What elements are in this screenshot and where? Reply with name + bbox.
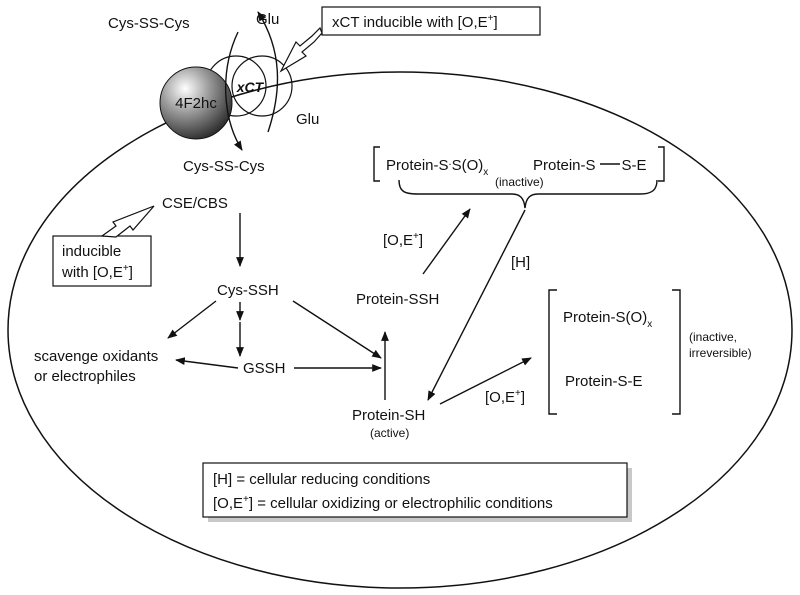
irreversible-note-line2: irreversible) xyxy=(689,346,752,360)
cse-inducible-line1: inducible xyxy=(62,243,121,260)
protein-sh-active-note: (active) xyxy=(370,426,409,440)
svg-text:[O,E+]: [O,E+] xyxy=(485,388,525,406)
protein-sh-node: Protein-SH xyxy=(352,407,425,424)
scavenge-line2: or electrophiles xyxy=(34,368,136,385)
h-label: [H] xyxy=(511,254,530,271)
transporter-4f2hc: 4F2hc xyxy=(159,66,233,140)
svg-text:Protein-SS-E: Protein-SS-E xyxy=(533,157,647,174)
svg-text:[O,E+] = cellular oxidizing or: [O,E+] = cellular oxidizing or electroph… xyxy=(213,494,553,512)
pathway-arrows xyxy=(167,208,532,405)
cell-membrane xyxy=(7,71,793,589)
svg-text:xCT inducible with [O,E+]: xCT inducible with [O,E+] xyxy=(332,13,498,31)
protein-s-s-ox: Protein-S xyxy=(386,157,449,174)
legend-line2: [O,E xyxy=(213,495,243,512)
svg-text:Protein-S(O)x: Protein-S(O)x xyxy=(563,309,652,330)
cse-inducible-line2: with [O,E xyxy=(61,264,123,281)
cys-ssh-node: Cys-SSH xyxy=(217,282,279,299)
xct-inducible-callout: xCT inducible with [O,E+] xyxy=(279,6,541,73)
xct-label: xCT xyxy=(236,79,265,95)
svg-text:[O,E+]: [O,E+] xyxy=(383,231,423,249)
xct-callout-hollow-arrow xyxy=(279,26,323,73)
inactive-note: (inactive) xyxy=(495,175,544,189)
oe-label-upper: [O,E xyxy=(383,232,413,249)
cse-inducible-callout: inducible with [O,E+] xyxy=(52,205,155,287)
protein-s-ox: Protein-S(O) xyxy=(563,309,647,326)
irreversible-note-line1: (inactive, xyxy=(689,330,737,344)
svg-text:Protein-S.S(O)x: Protein-S.S(O)x xyxy=(386,156,488,178)
protein-s-s-e: Protein-S xyxy=(533,157,596,174)
transporter-4f2hc-label: 4F2hc xyxy=(175,95,217,112)
legend-line1: [H] = cellular reducing conditions xyxy=(213,471,430,488)
cys-ss-cys-inside: Cys-SS-Cys xyxy=(183,158,265,175)
svg-text:with [O,E+]: with [O,E+] xyxy=(61,263,133,281)
scavenge-line1: scavenge oxidants xyxy=(34,348,158,365)
glu-top-label: Glu xyxy=(256,11,279,28)
xct-transporter: xCT xyxy=(205,55,293,117)
protein-s-e: Protein-S-E xyxy=(565,373,643,390)
protein-ssh-node: Protein-SSH xyxy=(356,291,439,308)
xct-inducible-text: xCT inducible with [O,E xyxy=(332,14,488,31)
cse-callout-hollow-arrow xyxy=(100,205,155,238)
transport-arrows xyxy=(225,11,279,151)
cys-ss-cys-outside: Cys-SS-Cys xyxy=(108,15,190,32)
oe-label-lower: [O,E xyxy=(485,389,515,406)
cse-cbs-label: CSE/CBS xyxy=(162,195,228,212)
irreversible-species-group: Protein-S(O)x Protein-S-E (inactive, irr… xyxy=(548,289,752,415)
legend: [H] = cellular reducing conditions [O,E+… xyxy=(202,462,632,522)
gssh-node: GSSH xyxy=(243,360,286,377)
glu-bottom-label: Glu xyxy=(296,111,319,128)
